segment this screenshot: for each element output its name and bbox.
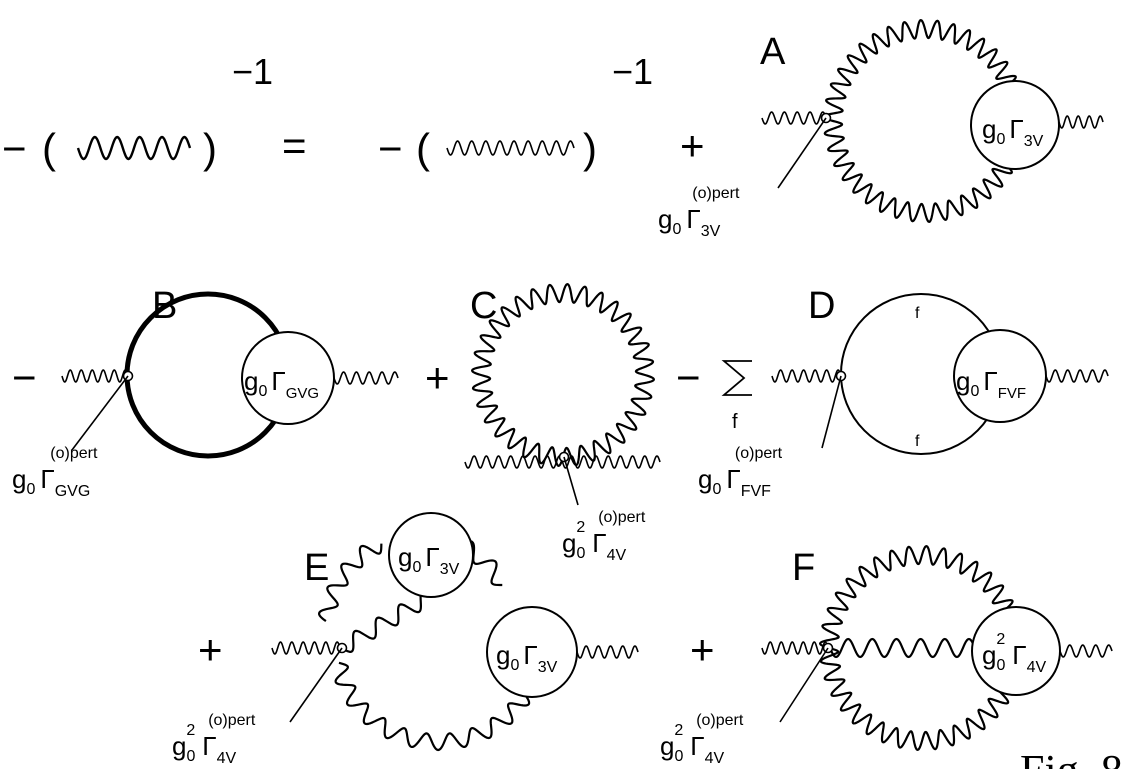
lhs-right-paren: ) bbox=[203, 125, 217, 172]
diagram-e-arc-top-right bbox=[461, 540, 503, 587]
diagram-e-external-leg-left bbox=[271, 641, 341, 655]
lhs-minus: − bbox=[2, 125, 27, 172]
summation-sign bbox=[721, 360, 752, 396]
diagram-e-vertex-pointer bbox=[289, 647, 343, 723]
diagram-f-line-middle bbox=[828, 637, 977, 659]
diagram-a-external-leg-right bbox=[1058, 115, 1104, 129]
bare-left-paren: ( bbox=[416, 125, 430, 172]
bare-gluon-propagator bbox=[446, 140, 575, 156]
diagram-f-blob-label: g02Γ4V bbox=[982, 631, 1047, 676]
diagram-b-external-leg-left bbox=[61, 369, 129, 383]
lhs-left-paren: ( bbox=[42, 125, 56, 172]
figure-caption: Fig. 8 bbox=[1020, 746, 1123, 769]
diagram-f-external-leg-left bbox=[761, 641, 829, 655]
plus-sign-a: + bbox=[680, 122, 705, 169]
diagram-b-external-leg-right bbox=[333, 371, 399, 385]
diagram-a-loop bbox=[822, 18, 1028, 224]
diagram-f-vertex-pointer bbox=[779, 647, 829, 723]
bare-exponent: −1 bbox=[612, 51, 653, 92]
diagram-c-sign: + bbox=[425, 354, 450, 401]
diagram-c-vertex-label: g02Γ4V(o)pert bbox=[562, 509, 646, 564]
diagram-d-sign: − bbox=[676, 354, 701, 401]
diagram-f-sign: + bbox=[690, 626, 715, 673]
equals-sign: = bbox=[282, 122, 307, 169]
diagram-a-external-leg-left bbox=[761, 111, 827, 125]
diagram-b-sign: − bbox=[12, 354, 37, 401]
bare-minus: − bbox=[378, 125, 403, 172]
diagram-c-loop bbox=[471, 283, 655, 467]
diagram-b-vertex-pointer bbox=[71, 375, 129, 451]
diagram-d-external-leg-left bbox=[771, 369, 842, 383]
diagram-e-arc-top-left bbox=[318, 543, 383, 622]
diagram-e-vertex-label: g02Γ4V(o)pert bbox=[172, 712, 256, 767]
diagram-f-vertex-label: g02Γ4V(o)pert bbox=[660, 712, 744, 767]
diagram-e-line-inner bbox=[341, 590, 433, 653]
diagram-d-quark-label-top: f bbox=[915, 305, 920, 322]
diagram-f-letter: F bbox=[792, 547, 815, 589]
diagram-f-two-loop: + F g02Γ4V g02Γ4V(o)pert bbox=[660, 545, 1113, 767]
diagram-a-vertex-pointer bbox=[777, 117, 827, 189]
bare-term: − ( ) −1 bbox=[378, 51, 653, 172]
diagram-e-letter: E bbox=[304, 547, 329, 589]
diagram-e-blob-top bbox=[388, 512, 474, 598]
diagram-e-external-leg-right bbox=[576, 645, 639, 659]
full-gluon-propagator bbox=[76, 135, 192, 161]
diagram-d-external-leg-right bbox=[1045, 369, 1109, 383]
diagram-a-letter: A bbox=[760, 31, 786, 73]
diagram-c-tadpole: + C g02Γ4V(o)pert bbox=[425, 283, 661, 564]
diagram-d-letter: D bbox=[808, 285, 835, 327]
diagram-e-sign: + bbox=[198, 626, 223, 673]
bare-right-paren: ) bbox=[583, 125, 597, 172]
diagram-f-external-leg-right bbox=[1059, 644, 1113, 658]
summation-index: f bbox=[732, 411, 738, 433]
diagram-d-quark-label-bottom: f bbox=[915, 433, 920, 450]
diagram-c-vertex-pointer bbox=[563, 456, 579, 506]
lhs-term: − ( ) −1 bbox=[2, 51, 273, 172]
diagram-e-arc-bottom bbox=[334, 661, 542, 752]
diagram-a-blob bbox=[970, 80, 1060, 170]
lhs-exponent: −1 bbox=[232, 51, 273, 92]
diagram-d-vertex-pointer bbox=[821, 375, 842, 449]
